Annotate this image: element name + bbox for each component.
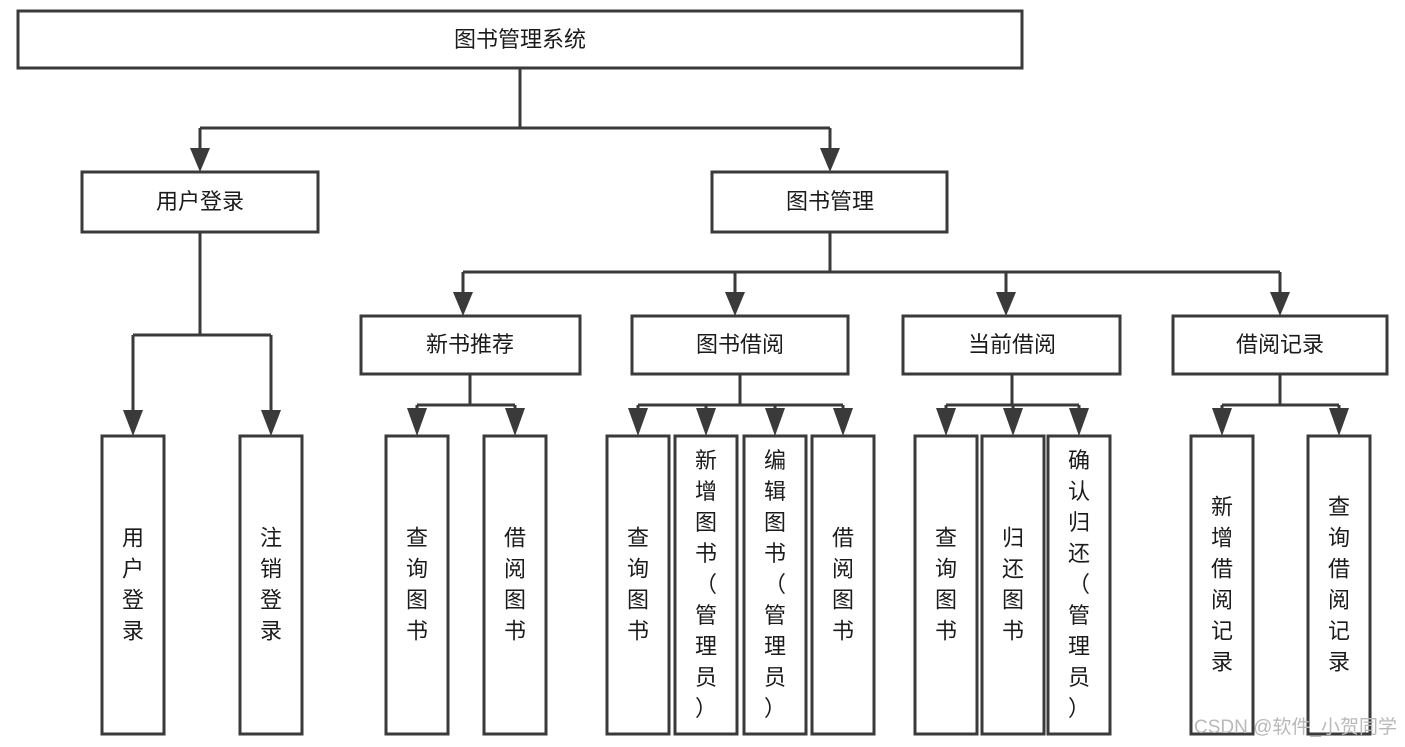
arrow-head-new-book-recommend [453,292,473,316]
node-leaf-query-book-1-label: 查询图书 [406,526,428,644]
node-leaf-user-login-box[interactable] [100,434,166,736]
arrow-head-leaf-confirm-return [1069,408,1089,436]
node-leaf-query-book-2-box[interactable] [605,434,671,736]
node-leaf-query-book-1-box[interactable] [384,434,450,736]
node-leaf-add-book[interactable]: 新增图书（管理员） [673,434,739,736]
node-leaf-borrow-book-2-label: 借阅图书 [832,526,854,644]
arrow-head-leaf-add-book [696,408,716,436]
node-leaf-query-book-2-label: 查询图书 [627,526,649,644]
node-leaf-borrow-book-2[interactable]: 借阅图书 [810,434,876,736]
node-leaf-query-book-3-label: 查询图书 [935,526,957,644]
node-current-borrow-box[interactable] [901,314,1122,376]
node-leaf-add-record[interactable]: 新增借阅记录 [1189,434,1255,736]
node-leaf-confirm-return[interactable]: 确认归还（管理员） [1046,434,1112,736]
node-root[interactable]: 图书管理系统 [16,9,1024,70]
node-root-box[interactable] [16,9,1024,70]
connector-layer [123,68,1349,436]
node-leaf-borrow-book-1-box[interactable] [482,434,548,736]
arrow-head-book-borrow [725,292,745,316]
arrow-head-leaf-query-record [1329,408,1349,436]
arrow-head-leaf-query-book-2 [628,408,648,436]
node-book-borrow-box[interactable] [630,314,850,376]
node-new-book-recommend-box[interactable] [359,314,582,376]
node-leaf-query-book-3[interactable]: 查询图书 [913,434,979,736]
node-leaf-add-book-box[interactable] [673,434,739,736]
node-leaf-confirm-return-label: 确认归还（管理员） [1068,448,1090,721]
node-borrow-record-label: 借阅记录 [1236,332,1324,357]
node-book-borrow[interactable]: 图书借阅 [630,314,850,376]
node-user-login[interactable]: 用户登录 [80,170,320,234]
node-new-book-recommend[interactable]: 新书推荐 [359,314,582,376]
node-root-label: 图书管理系统 [454,27,586,52]
node-leaf-edit-book-box[interactable] [742,434,808,736]
node-leaf-add-book-label: 新增图书（管理员） [695,448,717,721]
node-leaf-query-record[interactable]: 查询借阅记录 [1306,434,1372,736]
node-leaf-confirm-return-box[interactable] [1046,434,1112,736]
arrow-head-leaf-query-book-3 [936,408,956,436]
node-leaf-return-book-box[interactable] [980,434,1046,736]
node-borrow-record-box[interactable] [1171,314,1389,376]
node-leaf-return-book-label: 归还图书 [1002,526,1024,644]
arrow-head-user-login [190,148,210,172]
arrow-head-leaf-borrow-book-1 [505,408,525,436]
node-leaf-query-book-1[interactable]: 查询图书 [384,434,450,736]
csdn-watermark: CSDN @软件_小贺同学 [1194,716,1397,738]
node-book-manage-box[interactable] [710,170,949,234]
node-book-manage[interactable]: 图书管理 [710,170,949,234]
node-leaf-user-login[interactable]: 用户登录 [100,434,166,736]
arrow-head-borrow-record [1270,292,1290,316]
node-leaf-edit-book-label: 编辑图书（管理员） [764,448,786,721]
node-leaf-return-book[interactable]: 归还图书 [980,434,1046,736]
arrow-head-leaf-query-book-1 [407,408,427,436]
node-leaf-add-record-box[interactable] [1189,434,1255,736]
node-leaf-user-logout-box[interactable] [238,434,304,736]
arrow-head-leaf-borrow-book-2 [833,408,853,436]
node-current-borrow-label: 当前借阅 [968,332,1056,357]
node-leaf-user-logout-label: 注销登录 [260,526,282,644]
arrow-head-leaf-user-logout [261,410,281,436]
node-user-login-box[interactable] [80,170,320,234]
node-leaf-query-book-2[interactable]: 查询图书 [605,434,671,736]
node-borrow-record[interactable]: 借阅记录 [1171,314,1389,376]
arrow-head-leaf-add-record [1212,408,1232,436]
node-leaf-borrow-book-1-label: 借阅图书 [504,526,526,644]
node-leaf-user-login-label: 用户登录 [122,526,144,644]
node-new-book-recommend-label: 新书推荐 [426,332,514,357]
node-current-borrow[interactable]: 当前借阅 [901,314,1122,376]
node-leaf-query-record-box[interactable] [1306,434,1372,736]
arrow-head-current-borrow [996,292,1016,316]
node-leaf-user-logout[interactable]: 注销登录 [238,434,304,736]
arrow-head-leaf-return-book [1003,408,1023,436]
arrow-head-book-manage [820,148,840,172]
node-user-login-label: 用户登录 [156,189,244,214]
node-book-borrow-label: 图书借阅 [696,332,784,357]
node-leaf-borrow-book-2-box[interactable] [810,434,876,736]
node-leaf-add-record-label: 新增借阅记录 [1211,495,1233,675]
node-book-manage-label: 图书管理 [786,189,874,214]
arrow-head-leaf-edit-book [765,408,785,436]
arrow-head-leaf-user-login [123,410,143,436]
node-leaf-borrow-book-1[interactable]: 借阅图书 [482,434,548,736]
node-leaf-query-book-3-box[interactable] [913,434,979,736]
node-leaf-query-record-label: 查询借阅记录 [1328,495,1350,675]
node-leaf-edit-book[interactable]: 编辑图书（管理员） [742,434,808,736]
